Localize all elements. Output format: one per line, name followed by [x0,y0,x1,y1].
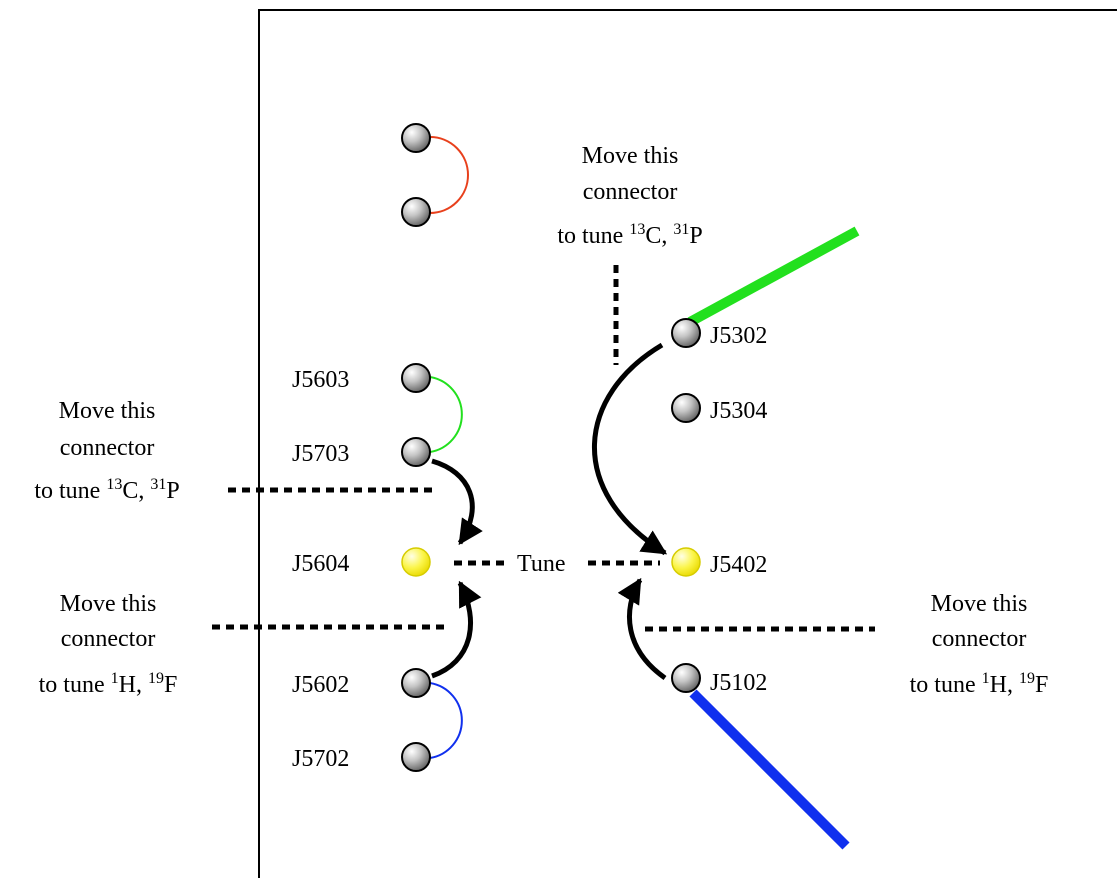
tune-label: Tune [517,551,565,577]
green-cable-loop [429,376,463,453]
label-j5603: J5603 [292,367,349,393]
arrow-j5302-to-j5402 [592,342,668,556]
top-note-line2: connector [583,179,678,205]
label-j5302: J5302 [710,323,767,349]
connector-j5302 [671,318,701,348]
right-note-line1: Move this [931,591,1028,617]
label-j5304: J5304 [710,398,767,424]
top-note-line1: Move this [582,143,679,169]
left-upper-note-line2: connector [60,435,155,461]
connector-j5402 [671,547,701,577]
left-lower-note-line2: connector [61,626,156,652]
red-cable [429,136,469,214]
left-lower-note: Move this connector to tune 1H, 19F [39,591,178,698]
left-upper-note-line1: Move this [59,398,156,424]
right-note-line3: to tune 1H, 19F [910,670,1049,698]
connector-top-b [401,197,431,227]
blue-cable-loop [429,682,463,759]
label-j5702: J5702 [292,746,349,772]
label-j5602: J5602 [292,672,349,698]
left-lower-note-line3: to tune 1H, 19F [39,670,178,698]
panel-border [258,9,1117,878]
connector-j5703 [401,437,431,467]
green-cable-thick [687,226,860,327]
connector-j5602 [401,668,431,698]
connector-j5603 [401,363,431,393]
label-j5703: J5703 [292,441,349,467]
label-j5102: J5102 [710,670,767,696]
blue-cable-thick [689,689,850,850]
connector-j5304 [671,393,701,423]
right-note-line2: connector [932,626,1027,652]
label-j5402: J5402 [710,552,767,578]
right-note: Move this connector to tune 1H, 19F [910,591,1049,698]
left-lower-note-line1: Move this [60,591,157,617]
arrow-j5602-to-j5604 [431,580,482,679]
connector-top-a [401,123,431,153]
connector-j5604 [401,547,431,577]
arrow-j5102-to-j5402 [617,577,667,681]
top-note: Move this connector to tune 13C, 31P [557,143,702,249]
arrow-j5703-to-j5604 [431,458,483,546]
left-upper-note-line3: to tune 13C, 31P [34,476,179,504]
connector-j5102 [671,663,701,693]
left-upper-note: Move this connector to tune 13C, 31P [34,398,179,504]
connector-j5702 [401,742,431,772]
top-note-line3: to tune 13C, 31P [557,221,702,249]
label-j5604: J5604 [292,551,349,577]
